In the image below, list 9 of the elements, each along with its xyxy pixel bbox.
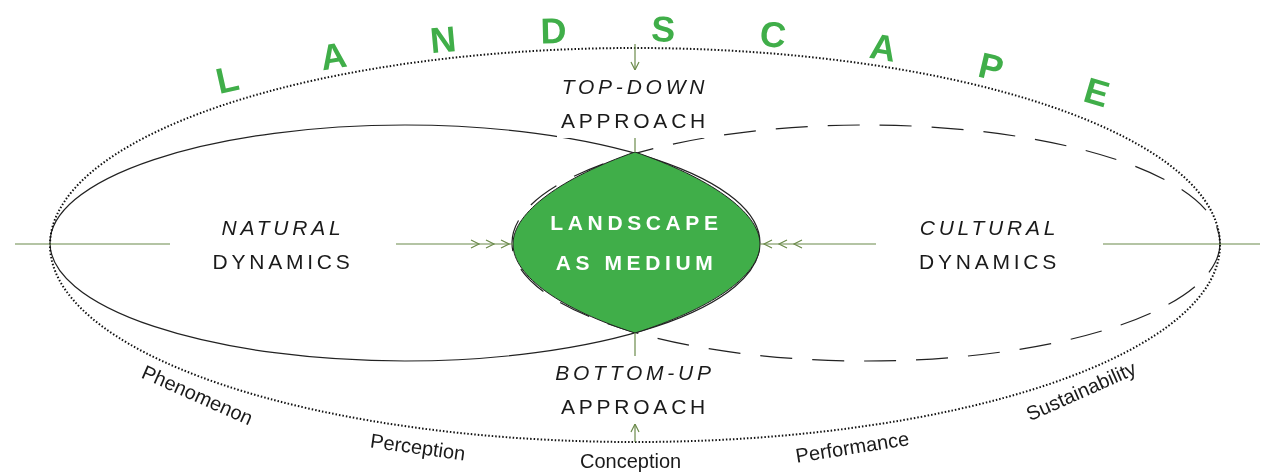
connector-line <box>1102 243 1261 245</box>
connector-line <box>634 137 636 153</box>
ellipse-label: Performance <box>793 426 912 469</box>
center-title: LANDSCAPE AS MEDIUM <box>549 209 724 276</box>
connector-line <box>14 243 171 245</box>
ellipse-label: Perception <box>368 428 468 467</box>
arrow <box>630 423 640 443</box>
ellipse-label: Conception <box>580 449 682 472</box>
connector-line <box>634 332 636 357</box>
